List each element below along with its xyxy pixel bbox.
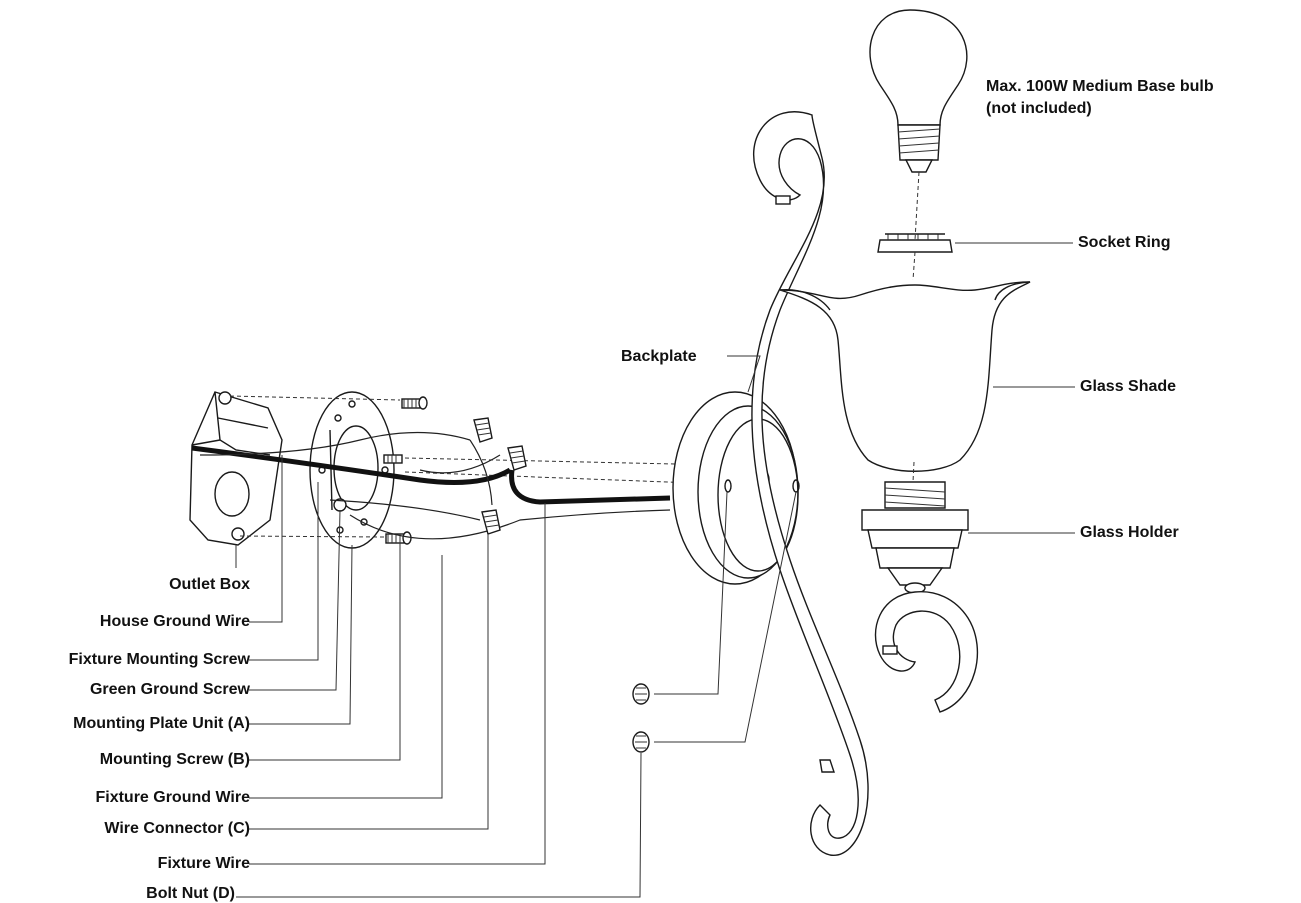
wire-connectors	[473, 417, 527, 535]
bulb-label: Max. 100W Medium Base bulb	[986, 78, 1214, 95]
mounting-screw-label: Mounting Screw (B)	[99, 751, 250, 768]
green-ground-screw-label: Green Ground Screw	[89, 681, 250, 698]
house-ground-wire-label: House Ground Wire	[99, 613, 250, 630]
lower-scroll	[874, 591, 979, 713]
fixture-mounting-screw-label: Fixture Mounting Screw	[68, 651, 250, 668]
mounting-screw-bottom	[385, 531, 412, 545]
glass-shade	[779, 281, 1031, 483]
socket-ring-label: Socket Ring	[1078, 234, 1171, 251]
bulb-note-label: (not included)	[986, 100, 1092, 117]
socket-ring	[877, 233, 953, 281]
leader-lines	[235, 242, 1075, 898]
outlet-box-label: Outlet Box	[169, 576, 250, 593]
bulb	[869, 9, 968, 241]
glass-shade-label: Glass Shade	[1080, 378, 1177, 395]
bolt-nuts	[632, 683, 650, 753]
fixture-screw	[383, 454, 403, 464]
backplate-label: Backplate	[621, 348, 697, 365]
alignment-lines	[229, 395, 721, 538]
outlet-box	[189, 391, 283, 546]
mounting-screw-top	[401, 396, 428, 410]
sconce-arm	[751, 111, 869, 856]
bolt-nut-label: Bolt Nut (D)	[146, 885, 235, 902]
wires	[191, 431, 671, 540]
wire-connector-label: Wire Connector (C)	[104, 820, 250, 837]
fixture-ground-wire-label: Fixture Ground Wire	[95, 789, 250, 806]
fixture-wire-label: Fixture Wire	[157, 855, 250, 872]
glass-holder-label: Glass Holder	[1080, 524, 1179, 541]
glass-holder	[861, 481, 969, 594]
mounting-plate-unit-label: Mounting Plate Unit (A)	[73, 715, 250, 732]
